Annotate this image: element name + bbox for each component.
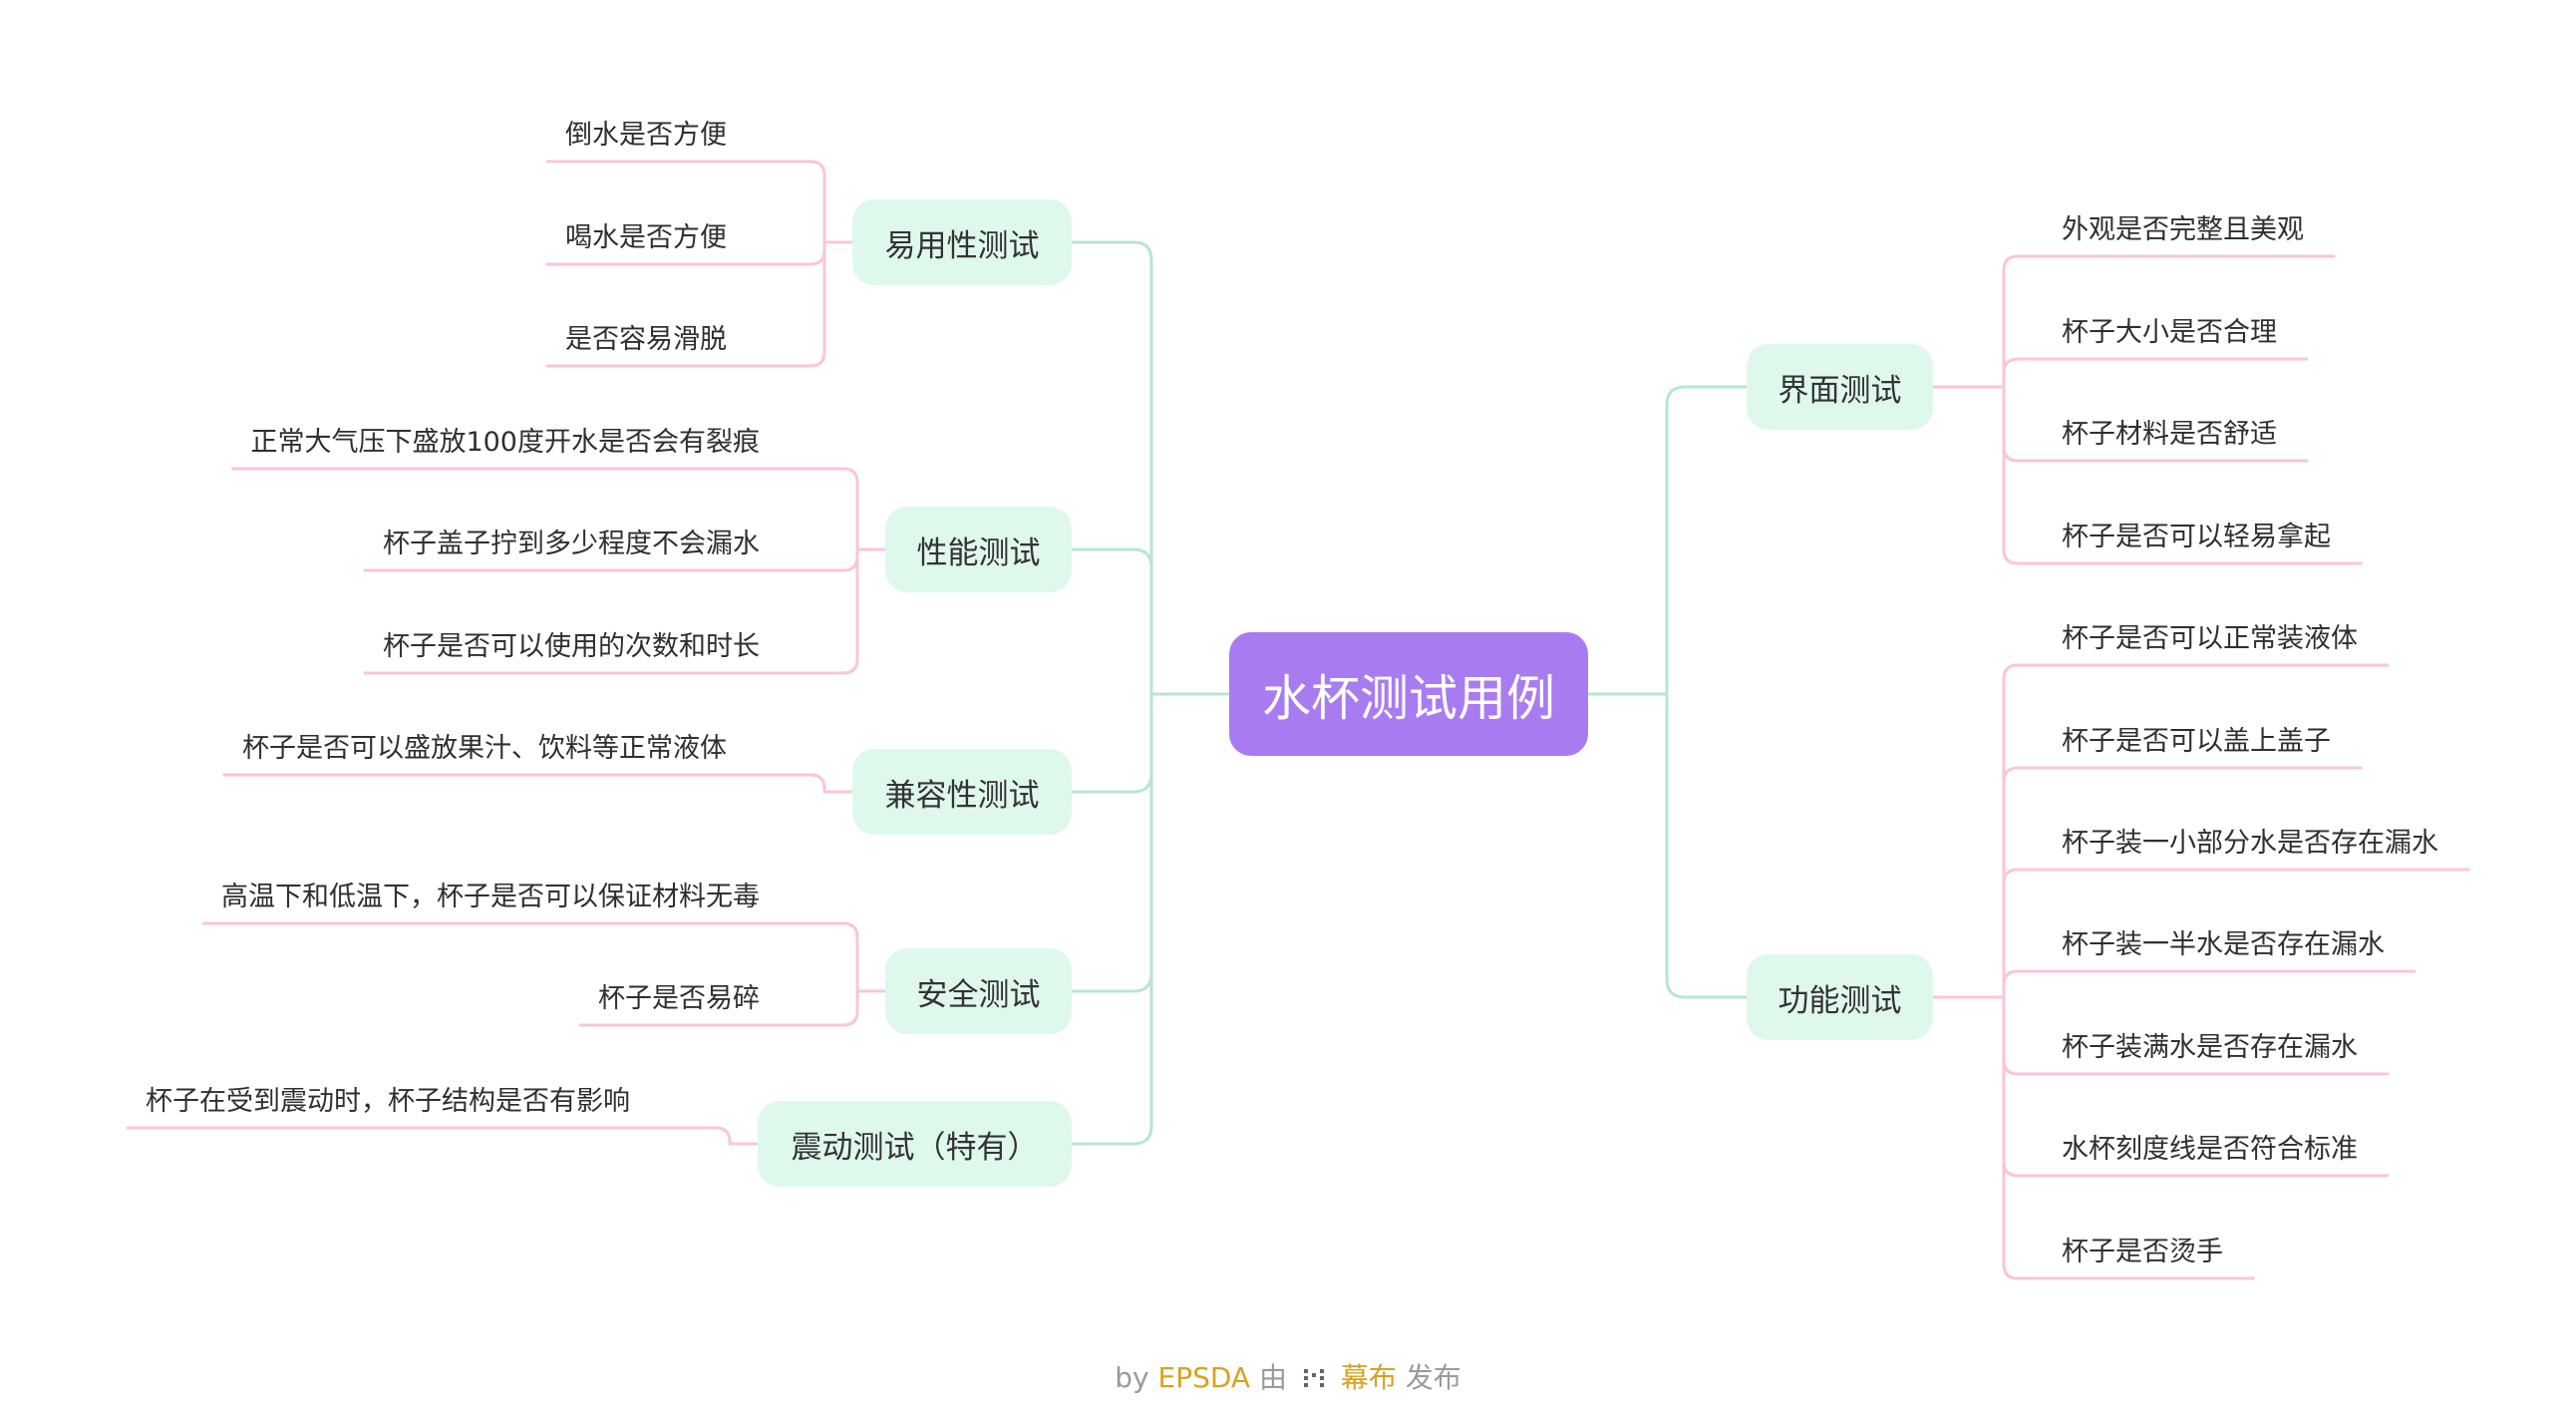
link-leaf-temperature-toxic [201,921,859,993]
leaf-full-water-leak: 杯子装满水是否存在漏水 [2062,1032,2358,1063]
link-root-right-1 [1665,692,1749,999]
branch-safety[interactable]: 安全测试 [885,948,1072,1034]
link-leaf-pick-up [2002,385,2363,565]
leaf-drink-water: 喝水是否方便 [565,222,727,253]
leaf-pour-water: 倒水是否方便 [565,120,727,151]
link-leaf-slip [545,240,826,368]
link-root-left-0 [1070,240,1153,696]
branch-vibration[interactable]: 震动测试（特有） [758,1101,1072,1187]
branch-function[interactable]: 功能测试 [1747,954,1933,1040]
leaf-hold-liquid: 杯子是否可以正常装液体 [2062,623,2358,654]
link-leaf-cover-lid [2002,766,2363,999]
branch-performance[interactable]: 性能测试 [885,507,1072,592]
link-leaf-small-water-leak [2002,868,2470,999]
link-leaf-vibration-structure [126,1126,732,1146]
mubu-logo-icon [1303,1369,1324,1387]
leaf-cover-lid: 杯子是否可以盖上盖子 [2062,726,2331,757]
link-leaf-fragile [578,989,859,1027]
leaf-vibration-structure: 杯子在受到震动时，杯子结构是否有影响 [146,1086,630,1117]
branch-interface[interactable]: 界面测试 [1747,344,1933,430]
link-leaf-size [2002,357,2309,389]
leaf-scale-line: 水杯刻度线是否符合标准 [2062,1134,2358,1165]
footer-credit: by EPSDA 由 幕布 发布 [0,1356,2576,1396]
link-root-left-2 [1070,692,1153,794]
leaf-boiling-water-crack: 正常大气压下盛放100度开水是否会有裂痕 [250,427,760,458]
leaf-pick-up: 杯子是否可以轻易拿起 [2062,522,2331,552]
footer-author[interactable]: EPSDA [1157,1361,1251,1394]
link-leaf-pour-water [545,160,826,244]
leaf-slip: 是否容易滑脱 [565,324,727,355]
leaf-lid-leak: 杯子盖子拧到多少程度不会漏水 [383,529,760,559]
leaf-appearance: 外观是否完整且美观 [2062,214,2304,245]
root-node[interactable]: 水杯测试用例 [1229,632,1588,756]
link-root-left-4 [1070,692,1153,1146]
leaf-material: 杯子材料是否舒适 [2062,419,2277,450]
link-root-right-0 [1665,385,1749,696]
leaf-fragile: 杯子是否易碎 [598,983,760,1014]
footer-published: 发布 [1405,1361,1461,1394]
leaf-small-water-leak: 杯子装一小部分水是否存在漏水 [2062,828,2438,859]
link-leaf-hot-hand [2002,995,2255,1280]
branch-compatibility[interactable]: 兼容性测试 [852,749,1072,835]
link-leaf-usage-count [363,547,859,675]
leaf-half-water-leak: 杯子装一半水是否存在漏水 [2062,929,2385,960]
leaf-usage-count: 杯子是否可以使用的次数和时长 [383,631,760,662]
link-root-left-1 [1070,547,1153,696]
link-leaf-hold-liquid [2002,663,2390,999]
leaf-hot-hand: 杯子是否烫手 [2062,1237,2223,1267]
link-root-left-3 [1070,692,1153,993]
link-leaf-boiling-water-crack [230,467,859,551]
leaf-size: 杯子大小是否合理 [2062,317,2277,348]
link-leaf-half-water-leak [2002,969,2416,999]
leaf-juice: 杯子是否可以盛放果汁、饮料等正常液体 [242,733,727,764]
link-leaf-appearance [2002,254,2336,389]
link-leaf-juice [222,773,826,794]
leaf-temperature-toxic: 高温下和低温下，杯子是否可以保证材料无毒 [221,882,760,912]
footer-by: by [1115,1361,1149,1394]
footer-platform[interactable]: 幕布 [1340,1361,1397,1394]
branch-usability[interactable]: 易用性测试 [852,199,1072,285]
footer-via: 由 [1258,1361,1287,1394]
